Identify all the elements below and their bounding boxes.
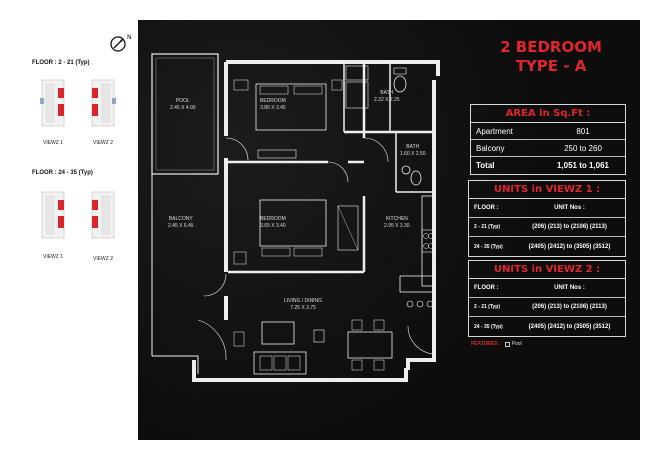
table-row: 24 - 35 (Typ) (2405) (2412) to (3505) (3… — [469, 237, 625, 256]
north-compass-icon: N — [110, 34, 132, 52]
bed1 — [255, 83, 327, 131]
svg-text:N: N — [127, 34, 132, 41]
area-value: 250 to 260 — [564, 143, 602, 153]
units-header: UNIT Nos : — [554, 285, 585, 291]
pool-outline — [151, 53, 219, 175]
area-value: 1,051 to 1,061 — [556, 161, 610, 170]
unit-title-line2: TYPE - A — [515, 56, 587, 75]
area-row: Balcony 250 to 260 — [471, 140, 625, 157]
units-header: UNIT Nos : — [554, 205, 585, 211]
table-row: FLOOR : UNIT Nos : — [469, 279, 625, 298]
floor-cell: 2 - 21 (Typ) — [474, 224, 501, 230]
area-label: Balcony — [476, 143, 505, 153]
area-table: AREA in Sq.Ft : Apartment 801 Balcony 25… — [470, 104, 626, 175]
floor-header: FLOOR : — [474, 285, 499, 291]
view2-label-a: VIEWZ 2 — [92, 140, 113, 146]
floor-plan-drawing — [151, 53, 440, 382]
floor-cell: 2 - 21 (Typ) — [474, 304, 501, 310]
area-heading: AREA in Sq.Ft : — [471, 105, 625, 123]
floor-cell: 24 - 35 (Typ) — [474, 243, 503, 250]
area-label: Apartment — [476, 126, 513, 136]
floor-header: FLOOR : — [474, 205, 499, 211]
floor-cell: 24 - 35 (Typ) — [474, 323, 503, 330]
units-cell: (206) (213) to (2106) (2113) — [532, 224, 607, 230]
table-row: FLOOR : UNIT Nos : — [469, 199, 625, 218]
floor-label-b: FLOOR : 24 - 35 (Typ) — [32, 170, 93, 176]
view1-label-a: VIEWZ 1 — [42, 140, 63, 146]
keyplan-a-view1 — [40, 79, 65, 127]
view2-label-b: VIEWZ 2 — [92, 256, 113, 262]
features-label: FEATURES : — [471, 341, 501, 347]
units-viewz2-heading: UNITS in VIEWZ 2 : — [469, 261, 625, 279]
table-row: 24 - 35 (Typ) (2405) (2412) to (3505) (3… — [469, 317, 625, 336]
units-cell: (206) (213) to (2106) (2113) — [532, 304, 607, 310]
area-row-total: Total 1,051 to 1,061 — [471, 157, 625, 174]
units-viewz2-table: UNITS in VIEWZ 2 : FLOOR : UNIT Nos : 2 … — [468, 260, 626, 337]
features: FEATURES : Pool — [471, 341, 522, 347]
area-row: Apartment 801 — [471, 123, 625, 140]
area-value: 801 — [576, 126, 590, 136]
keyplan-b-view1 — [41, 191, 65, 239]
units-cell: (2405) (2412) to (3505) (3512) — [528, 243, 611, 250]
table-row: 2 - 21 (Typ) (206) (213) to (2106) (2113… — [469, 298, 625, 317]
units-viewz1-heading: UNITS in VIEWZ 1 : — [469, 181, 625, 199]
keyplan-a-view2 — [91, 79, 116, 127]
area-label: Total — [476, 161, 495, 170]
table-row: 2 - 21 (Typ) (206) (213) to (2106) (2113… — [469, 218, 625, 237]
units-cell: (2405) (2412) to (3505) (3512) — [528, 323, 611, 330]
unit-title-line1: 2 BEDROOM — [500, 38, 602, 56]
bed2 — [259, 199, 327, 247]
keyplan-panel: N FLOOR : 2 - 21 (Typ) VIEWZ 1 VIEWZ 2 F… — [20, 20, 138, 440]
keyplan-b-view2 — [91, 191, 115, 239]
units-viewz1-table: UNITS in VIEWZ 1 : FLOOR : UNIT Nos : 2 … — [468, 180, 626, 257]
floor-label-a: FLOOR : 2 - 21 (Typ) — [32, 60, 90, 66]
feature-item: Pool — [511, 341, 522, 347]
unit-title: 2 BEDROOM TYPE - A — [476, 38, 626, 76]
view1-label-b: VIEWZ 1 — [42, 254, 63, 260]
checkbox-icon — [504, 341, 510, 347]
